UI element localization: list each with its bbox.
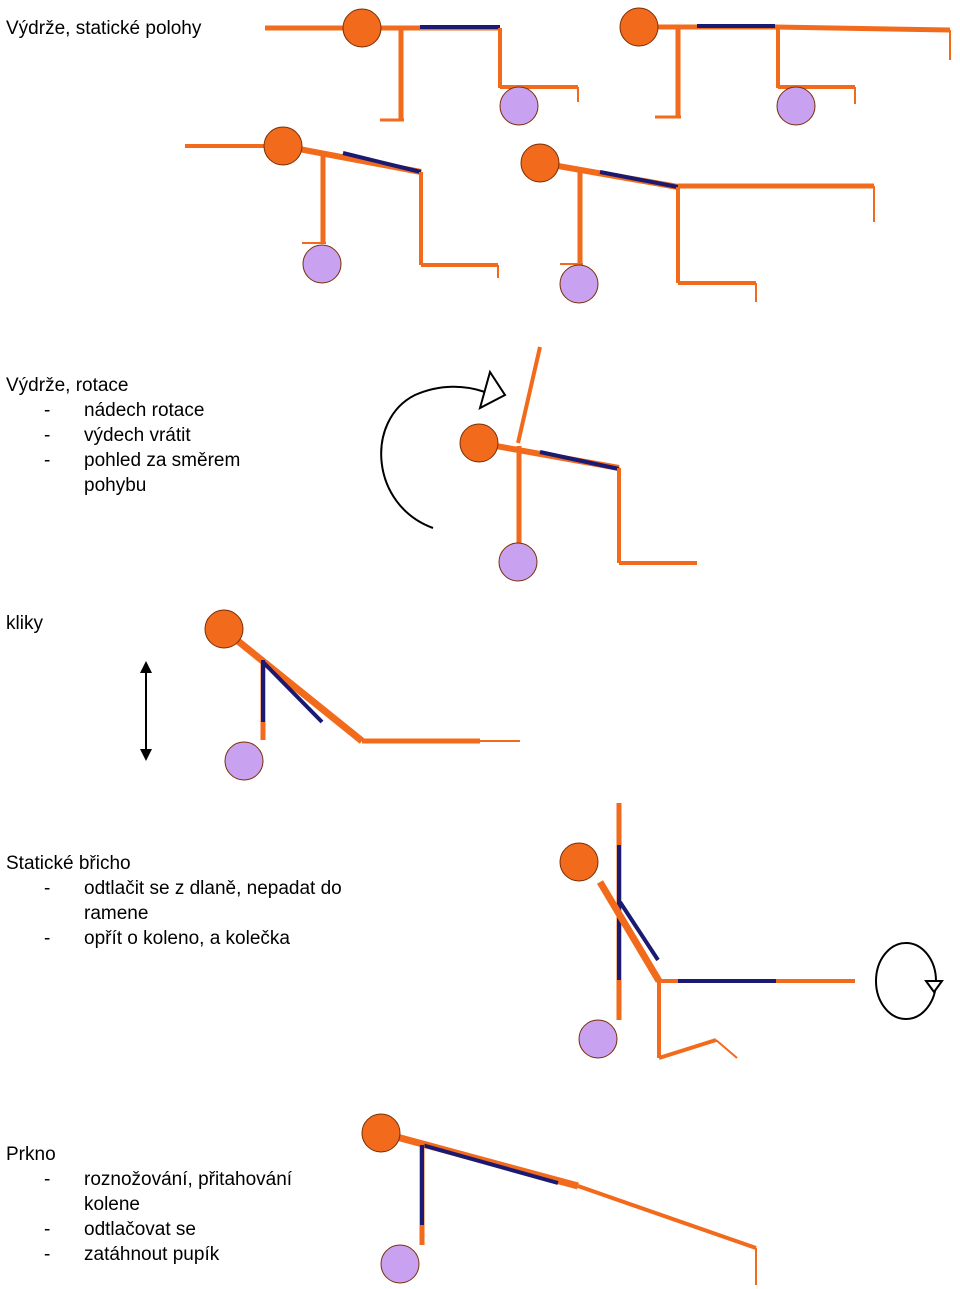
head-icon: [619, 7, 659, 47]
head-icon: [459, 423, 499, 463]
head-icon: [204, 609, 244, 649]
section-title-static-holds: Výdrže, statické polohy: [6, 18, 202, 39]
figure-static-hold-3: [185, 126, 499, 284]
hand-icon: [498, 542, 538, 582]
figure-static-abs: [559, 803, 944, 1060]
head-icon: [263, 126, 303, 166]
list-item: -zatáhnout pupík: [44, 1244, 220, 1265]
figure-plank: [361, 1113, 757, 1285]
list-item: -nádech rotace: [44, 400, 205, 421]
figure-static-hold-4: [520, 143, 875, 304]
head-icon: [361, 1113, 401, 1153]
rotation-instructions: -nádech rotace -výdech vrátit -pohled za…: [6, 398, 240, 498]
hand-icon: [499, 86, 539, 126]
hand-icon: [302, 244, 342, 284]
figure-static-hold-1: [265, 8, 579, 126]
head-icon: [559, 842, 599, 882]
section-static-abs: Statické břicho -odtlačit se z dlaně, ne…: [6, 851, 342, 951]
head-icon: [342, 8, 382, 48]
hand-icon: [559, 264, 599, 304]
rotation-arrow-icon: [380, 385, 486, 529]
hand-icon: [578, 1019, 618, 1059]
figure-rotation: [380, 346, 697, 582]
hand-icon: [776, 86, 816, 126]
list-item: -výdech vrátit: [44, 425, 191, 446]
section-title-plank: Prkno: [6, 1144, 56, 1165]
hand-icon: [380, 1244, 420, 1284]
arrow-head-icon: [478, 369, 507, 410]
section-title-pushups: kliky: [6, 613, 43, 634]
section-title-static-abs: Statické břicho: [6, 853, 131, 874]
figure-pushups: [140, 609, 520, 781]
list-item: -odtlačovat se: [44, 1219, 196, 1240]
section-title-rotation: Výdrže, rotace: [6, 375, 129, 396]
section-rotation: Výdrže, rotace -nádech rotace -výdech vr…: [6, 373, 240, 498]
figure-static-hold-2: [619, 7, 951, 126]
head-icon: [520, 143, 560, 183]
list-item: -opřít o koleno, a kolečka: [44, 928, 290, 949]
hand-icon: [224, 741, 264, 781]
